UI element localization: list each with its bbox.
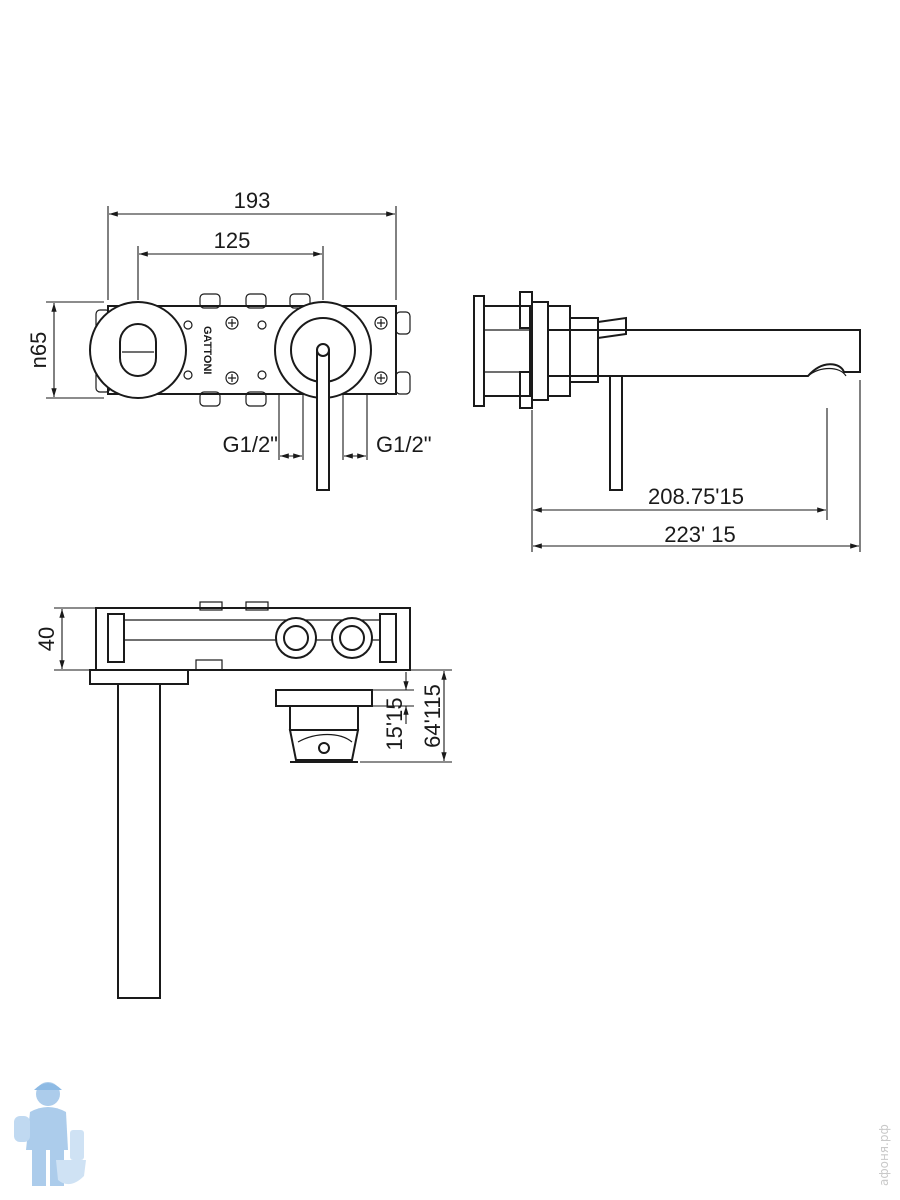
wall-plate xyxy=(531,301,549,401)
spout-rosette-top xyxy=(89,669,189,685)
thread-right: G1/2" xyxy=(376,432,432,457)
mixer-body xyxy=(547,305,571,397)
spout-top xyxy=(117,683,161,999)
hole xyxy=(183,320,193,330)
mounting-tab xyxy=(199,293,221,309)
inlet-right xyxy=(331,617,373,659)
dim-spout-projection: 208.75'15 xyxy=(648,484,744,509)
dim-center-distance: 125 xyxy=(214,228,251,253)
screw-icon xyxy=(225,371,239,385)
dim-total-width: 193 xyxy=(234,188,271,213)
inlet-left xyxy=(275,617,317,659)
screw-icon xyxy=(374,371,388,385)
dim-handle-offset: 15'15 xyxy=(382,697,407,750)
mounting-tab xyxy=(199,391,221,407)
lever-top xyxy=(288,729,360,761)
hole xyxy=(257,370,267,380)
hole xyxy=(183,370,193,380)
top-housing xyxy=(95,607,411,671)
lever-handle xyxy=(316,349,330,491)
spout xyxy=(547,329,861,377)
dim-body-depth: 40 xyxy=(34,627,59,651)
dim-height: n65 xyxy=(26,332,51,369)
spout-rosette xyxy=(89,301,187,399)
mounting-tab xyxy=(395,371,411,395)
wall-box xyxy=(483,305,531,397)
brand-mark: GATTONI xyxy=(201,326,213,374)
thread-left: G1/2" xyxy=(222,432,278,457)
hole xyxy=(257,320,267,330)
plumber-mascot-icon xyxy=(14,1082,86,1186)
watermark-text: афоня.рф xyxy=(877,1124,891,1186)
lever-handle xyxy=(609,375,623,491)
mounting-tab xyxy=(245,391,267,407)
dim-handle-depth: 64'115 xyxy=(420,684,445,748)
mounting-tab xyxy=(395,311,411,335)
wall-box-flange xyxy=(473,295,485,407)
dim-total-projection: 223' 15 xyxy=(664,522,736,547)
screw-icon xyxy=(225,316,239,330)
side-view: 208.75'15 223' 15 xyxy=(473,291,861,552)
mounting-tab xyxy=(245,293,267,309)
mixer-rosette-top xyxy=(275,689,373,707)
front-view: GATTONI 193 125 n65 G1/2" G1/ xyxy=(26,188,432,491)
spout-outlet xyxy=(119,323,157,377)
top-view: 40 15'15 64'115 xyxy=(34,601,452,999)
screw-icon xyxy=(374,316,388,330)
